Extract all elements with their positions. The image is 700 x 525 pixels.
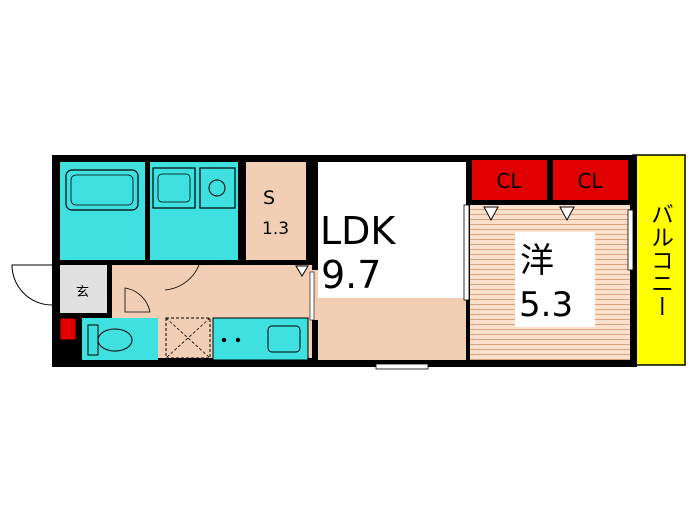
ldk-door <box>309 271 315 321</box>
storage-label: S <box>263 187 275 209</box>
washroom-door <box>160 261 201 291</box>
window-ldk <box>375 363 429 370</box>
bathtub-inner <box>70 174 134 206</box>
western-label: 洋 <box>520 241 554 281</box>
storage-door-mark <box>295 265 309 277</box>
ldk-size: 9.7 <box>321 253 381 297</box>
window-western <box>463 204 470 301</box>
closet-1-label: CL <box>496 169 522 193</box>
kitchen-sink <box>267 325 301 353</box>
toilet-door <box>124 287 151 313</box>
storage-size: 1.3 <box>262 219 289 239</box>
sink-bowl <box>157 173 191 203</box>
storage-strip <box>312 270 318 320</box>
entrance-label: 玄 <box>76 285 89 300</box>
storage-room <box>246 162 306 260</box>
ldk-label-bg <box>318 162 466 298</box>
stove-burner-1 <box>221 337 227 343</box>
window-balcony <box>627 209 634 271</box>
shoe-box <box>59 317 77 341</box>
western-label-bg <box>515 232 595 327</box>
entrance-door <box>11 264 53 306</box>
closet-door-2 <box>559 206 575 222</box>
stove-burner-2 <box>235 337 241 343</box>
toilet-bowl <box>97 328 133 352</box>
fridge-space <box>165 317 211 359</box>
entrance <box>60 265 107 313</box>
balcony <box>632 154 686 366</box>
closet-2-label: CL <box>577 169 603 193</box>
closet-door-1 <box>483 206 499 222</box>
washing-machine-pan <box>199 167 236 209</box>
drain <box>208 179 226 197</box>
balcony-label: バルコニー <box>647 203 674 318</box>
closet-1 <box>472 160 547 200</box>
western-size: 5.3 <box>519 285 573 325</box>
closet-2 <box>553 160 628 200</box>
ldk-label: LDK <box>320 209 396 253</box>
toilet-tank <box>87 324 99 356</box>
